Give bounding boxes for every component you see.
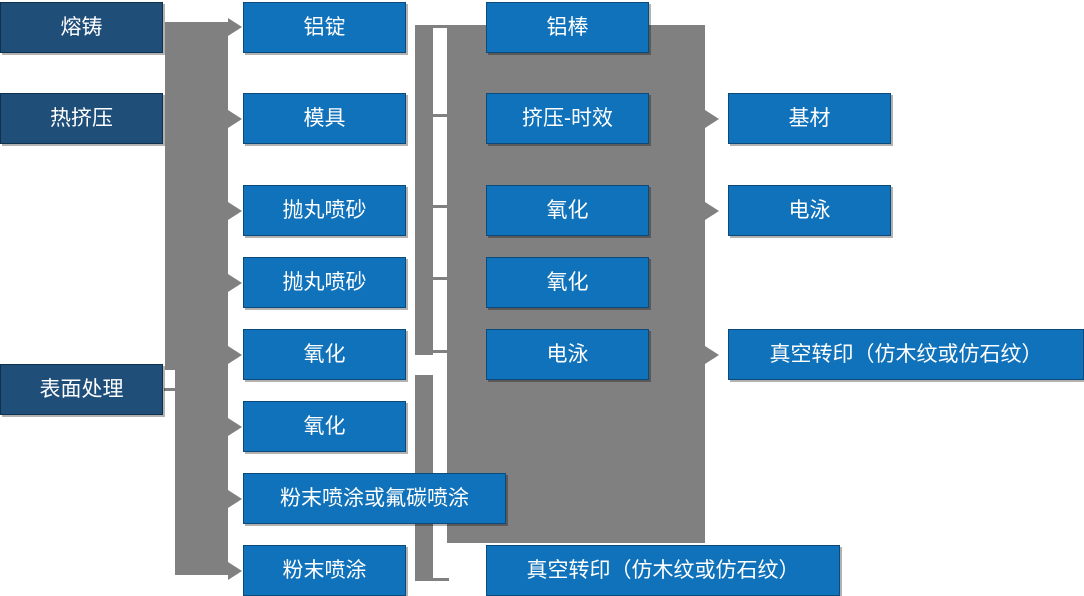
connector-arrow-to-output-1 bbox=[705, 110, 719, 128]
connector-arrow-down-hot-extrusion bbox=[166, 78, 182, 89]
treatment-box-extrusion-aging[interactable]: 挤压-时效 bbox=[486, 91, 649, 144]
output-box-electrophoresis[interactable]: 电泳 bbox=[728, 183, 891, 236]
process-box-oxidation-2[interactable]: 氧化 bbox=[243, 399, 406, 452]
output-box-vacuum-transfer-printing[interactable]: 真空转印（仿木纹或仿石纹） bbox=[728, 327, 1084, 380]
treatment-box-aluminum-bar[interactable]: 铝棒 bbox=[486, 0, 649, 53]
connector-arrow-to-process-3 bbox=[228, 202, 242, 220]
process-box-powder-coating[interactable]: 粉末喷涂 bbox=[243, 543, 406, 596]
treatment-box-oxidation-2[interactable]: 氧化 bbox=[486, 255, 649, 308]
process-box-oxidation-1[interactable]: 氧化 bbox=[243, 327, 406, 380]
treatment-box-electrophoresis[interactable]: 电泳 bbox=[486, 327, 649, 380]
treatment-box-vacuum-transfer-printing[interactable]: 真空转印（仿木纹或仿石纹） bbox=[486, 543, 840, 596]
connector-arrow-to-output-2 bbox=[705, 202, 719, 220]
connector-process-spine-upper bbox=[415, 25, 433, 355]
treatment-box-oxidation-1[interactable]: 氧化 bbox=[486, 183, 649, 236]
connector-stage-to-process-upper bbox=[165, 22, 228, 370]
stage-box-surface-treatment[interactable]: 表面处理 bbox=[0, 362, 163, 415]
connector-arrow-to-process-1 bbox=[228, 18, 242, 36]
connector-arrow-to-process-4 bbox=[228, 274, 242, 292]
process-box-shot-blasting-1[interactable]: 抛丸喷砂 bbox=[243, 183, 406, 236]
connector-arrow-to-output-3 bbox=[705, 346, 719, 364]
connector-arrow-to-process-7 bbox=[228, 490, 242, 508]
connector-rung-3 bbox=[433, 205, 449, 208]
connector-surface-treatment-stub bbox=[164, 388, 180, 391]
connector-arrow-to-process-2 bbox=[228, 110, 242, 128]
connector-rung-4 bbox=[433, 277, 449, 280]
connector-arrow-to-process-5 bbox=[228, 346, 242, 364]
connector-stage-to-process-lower bbox=[175, 370, 228, 575]
connector-rung-5 bbox=[433, 350, 449, 353]
connector-arrow-to-process-8 bbox=[228, 562, 242, 580]
stage-box-hot-extrusion[interactable]: 热挤压 bbox=[0, 91, 163, 144]
connector-rung-1 bbox=[433, 25, 449, 28]
connector-rung-6 bbox=[433, 578, 449, 581]
process-box-aluminum-ingot[interactable]: 铝锭 bbox=[243, 0, 406, 53]
connector-arrow-down-surface-treatment bbox=[166, 352, 182, 363]
stage-box-melting-casting[interactable]: 熔铸 bbox=[0, 0, 163, 53]
process-box-powder-or-pvdf-coating[interactable]: 粉末喷涂或氟碳喷涂 bbox=[243, 471, 506, 524]
output-box-base-material[interactable]: 基材 bbox=[728, 91, 891, 144]
connector-rung-2 bbox=[433, 114, 449, 117]
process-box-shot-blasting-2[interactable]: 抛丸喷砂 bbox=[243, 255, 406, 308]
connector-arrow-to-process-6 bbox=[228, 418, 242, 436]
process-box-mold[interactable]: 模具 bbox=[243, 91, 406, 144]
